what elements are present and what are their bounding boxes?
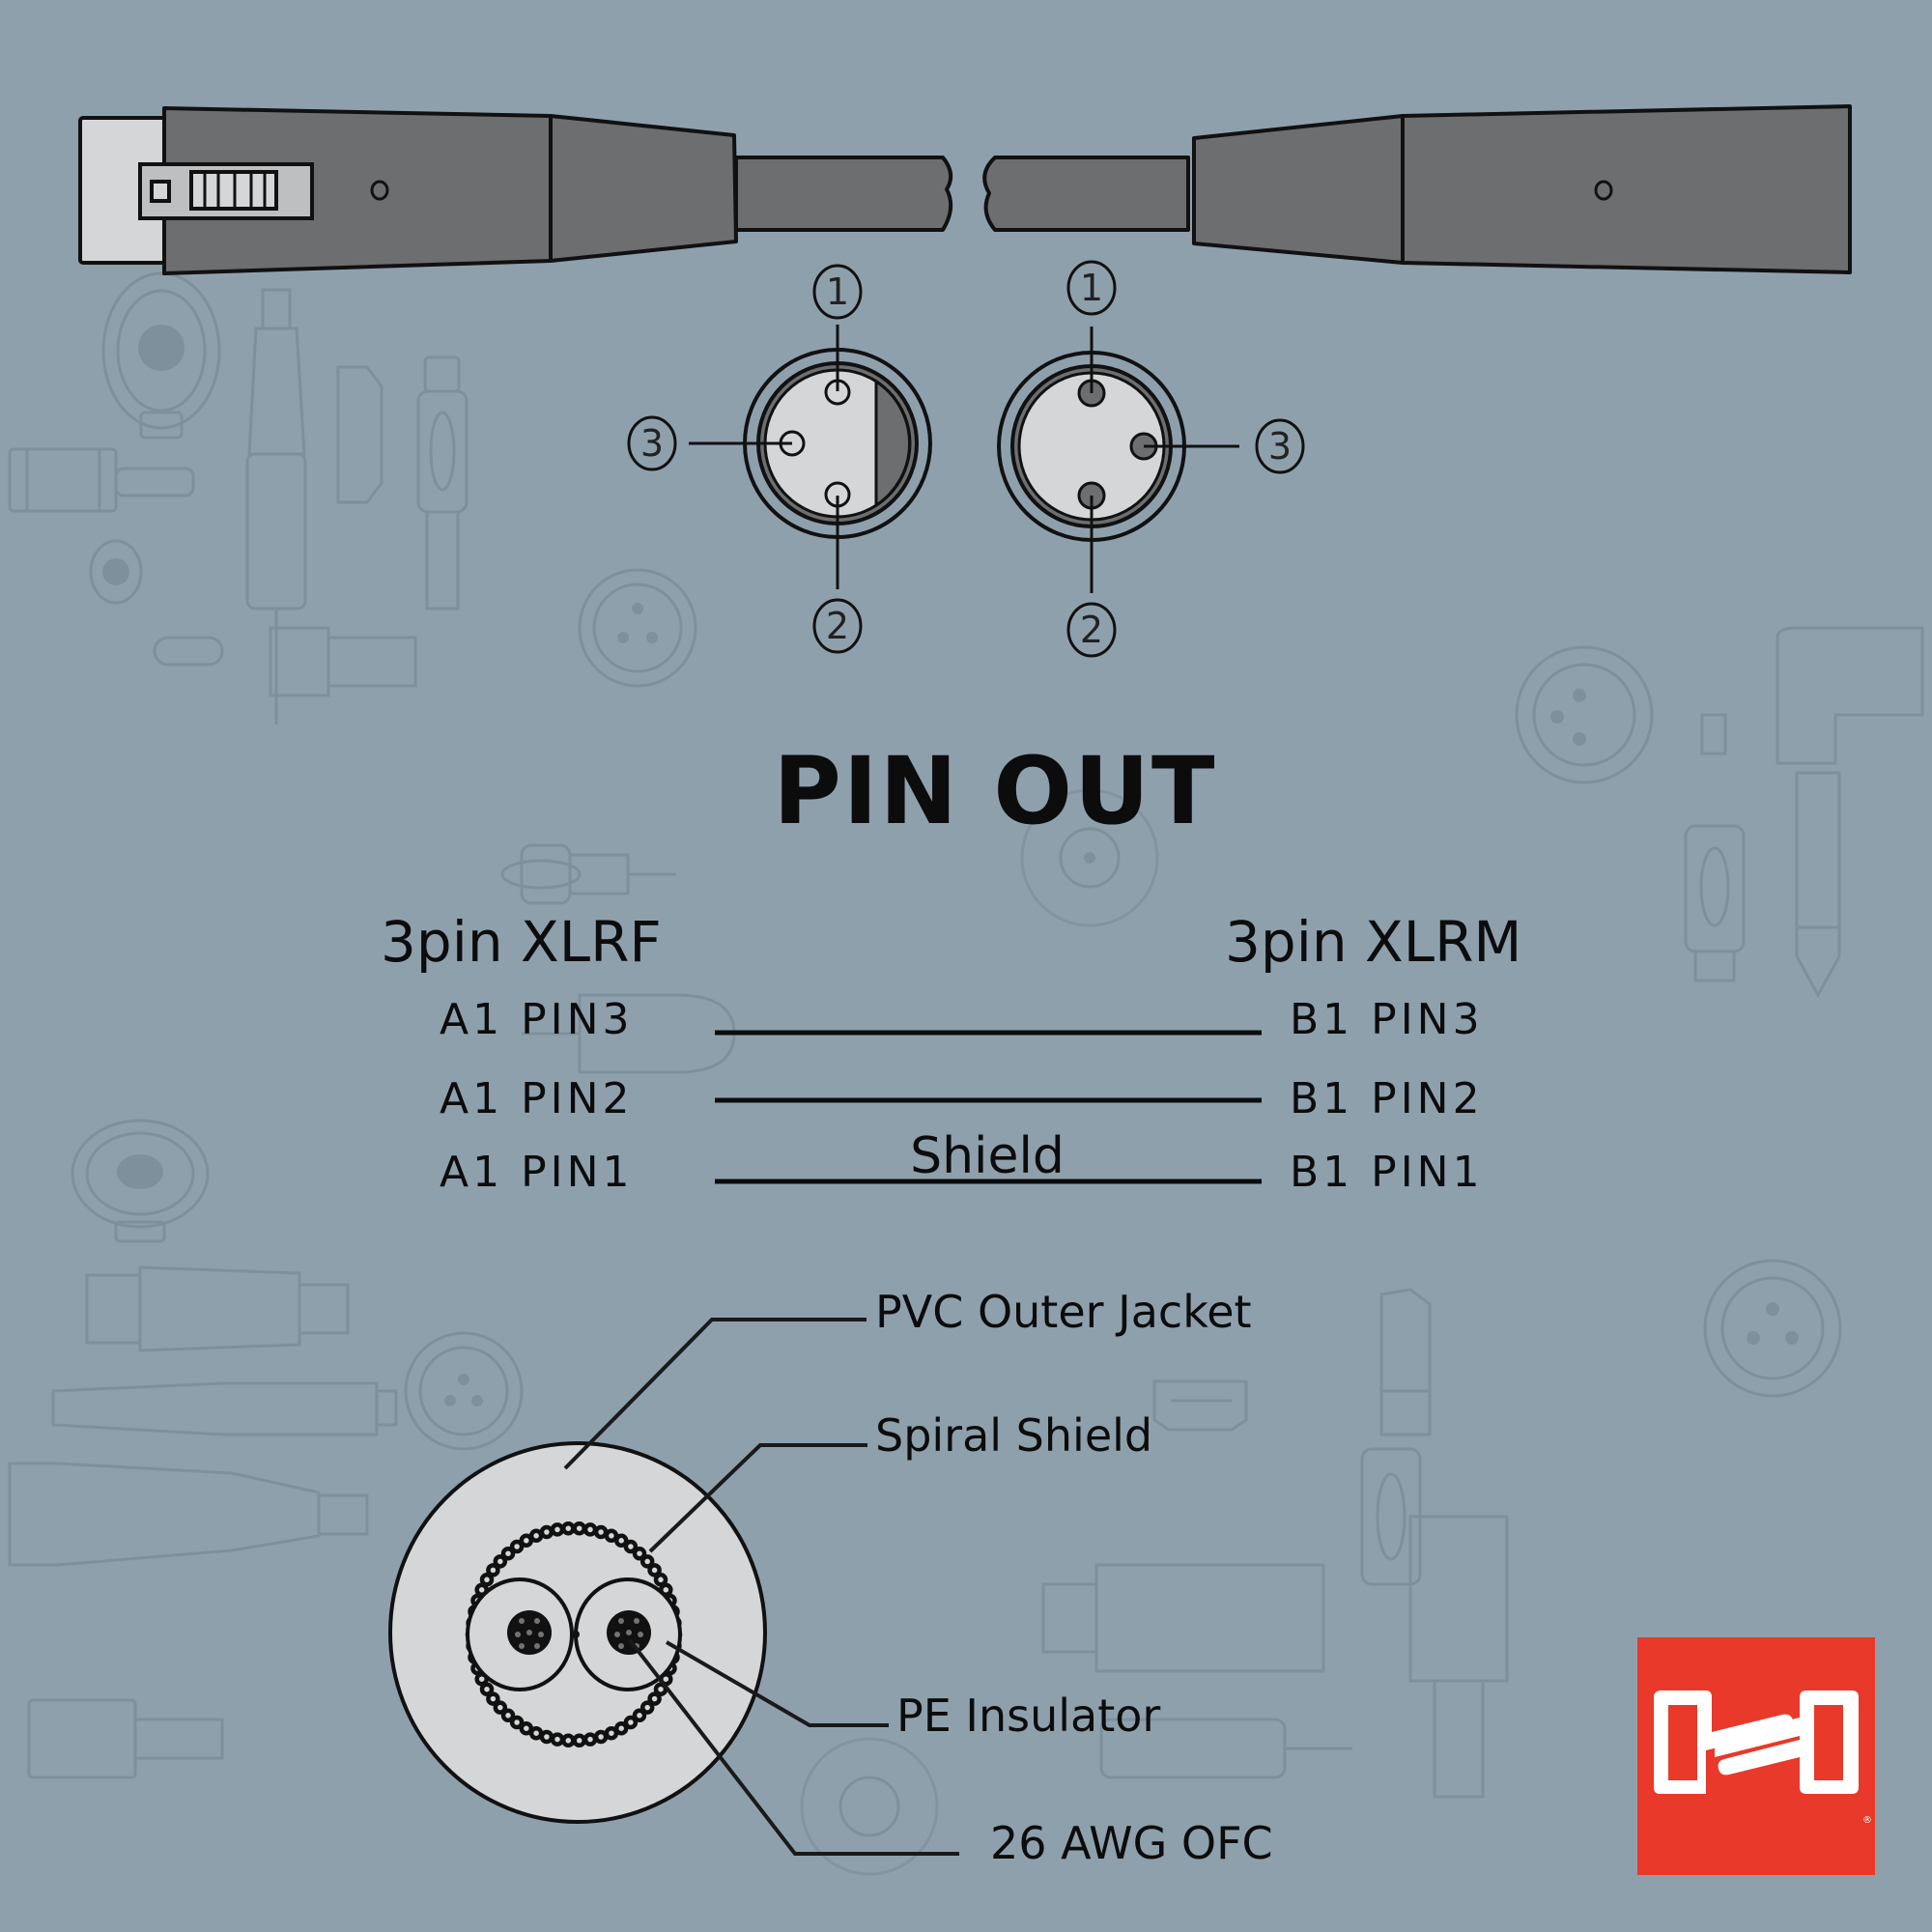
leader-line-shield bbox=[648, 1443, 867, 1553]
cable-plug-outline-icon bbox=[51, 1381, 398, 1436]
combo-jack-outline-icon bbox=[101, 271, 221, 440]
page-title: PIN OUT bbox=[774, 737, 1217, 845]
svg-text:3: 3 bbox=[1268, 425, 1292, 468]
leader-line-conductor bbox=[628, 1638, 959, 1856]
xlr-socket-outline-icon bbox=[404, 1331, 524, 1451]
svg-text:3: 3 bbox=[640, 422, 664, 465]
leader-line-jacket bbox=[563, 1318, 867, 1470]
right-pin-label: B1 PIN1 bbox=[1290, 1148, 1484, 1197]
conductor-left bbox=[507, 1610, 552, 1655]
xlr-socket-outline-icon bbox=[578, 568, 697, 688]
female-pin-1-badge: 1 bbox=[812, 264, 863, 320]
left-pin-label: A1 PIN3 bbox=[440, 995, 634, 1044]
svg-text:1: 1 bbox=[826, 270, 849, 313]
rca-plug-outline-icon bbox=[1684, 713, 1746, 982]
speakon-outline-icon bbox=[800, 1737, 939, 1876]
hdmi-plug-outline-icon bbox=[269, 626, 417, 697]
wiring-row: A1 PIN1 Shield B1 PIN1 bbox=[440, 1127, 1484, 1197]
hdmi-plug-outline-icon bbox=[85, 1265, 350, 1352]
callout-pe-insulator: PE Insulator bbox=[896, 1690, 1160, 1742]
male-pin-1-badge: 1 bbox=[1066, 260, 1117, 316]
xlr-male-pin-face bbox=[997, 327, 1239, 593]
xlr-male-connector-icon bbox=[982, 104, 1852, 274]
rca-plug-outline-icon bbox=[500, 843, 676, 905]
rca-plug-outline-icon bbox=[416, 355, 469, 611]
male-pin-3-badge: 3 bbox=[1255, 418, 1305, 474]
svg-text:2: 2 bbox=[1080, 609, 1103, 651]
wiring-row: A1 PIN2 B1 PIN2 bbox=[440, 1074, 1484, 1123]
svg-text:1: 1 bbox=[1080, 267, 1103, 309]
xlr-plug-outline-icon bbox=[1408, 1515, 1509, 1799]
mono-plug-outline-icon bbox=[245, 288, 307, 724]
xlr-female-connector-icon bbox=[78, 106, 953, 275]
conductor-right bbox=[607, 1610, 651, 1655]
hdmi-plug-outline-icon bbox=[1152, 1379, 1248, 1432]
svg-text:2: 2 bbox=[826, 605, 849, 647]
wiring-row: A1 PIN3 B1 PIN3 bbox=[440, 995, 1484, 1044]
trs-plug-outline-icon bbox=[8, 447, 195, 513]
male-pin-2-badge: 2 bbox=[1066, 602, 1117, 658]
left-pin-label: A1 PIN2 bbox=[440, 1074, 634, 1123]
leader-line-insulator bbox=[665, 1640, 889, 1727]
left-connector-header: 3pin XLRF bbox=[381, 909, 662, 975]
xlr-female-pin-face bbox=[689, 325, 932, 589]
right-pin-label: B1 PIN3 bbox=[1290, 995, 1484, 1044]
cable-cross-section-icon bbox=[388, 1441, 767, 1824]
trs-plug-outline-icon bbox=[27, 1698, 224, 1779]
xlr-socket-outline-icon bbox=[1703, 1259, 1842, 1398]
callout-pvc-outer-jacket: PVC Outer Jacket bbox=[875, 1286, 1252, 1338]
jack-outline-icon bbox=[89, 539, 224, 667]
right-pin-label: B1 PIN2 bbox=[1290, 1074, 1484, 1123]
xlr-socket-outline-icon bbox=[1515, 645, 1654, 784]
right-connector-header: 3pin XLRM bbox=[1225, 909, 1521, 975]
usb-plug-outline-icon bbox=[1379, 1288, 1432, 1436]
background-pattern bbox=[8, 271, 1924, 1876]
xlr-plug-outline-icon bbox=[8, 1462, 369, 1567]
hosa-logo-icon: ® bbox=[1637, 1637, 1875, 1875]
hdmi-outline-icon bbox=[336, 365, 384, 504]
right-angle-plug-outline-icon bbox=[1776, 626, 1924, 999]
svg-text:®: ® bbox=[1862, 1815, 1872, 1826]
callout-26-awg-ofc: 26 AWG OFC bbox=[990, 1817, 1273, 1869]
combo-jack-outline-icon bbox=[71, 1119, 210, 1243]
female-pin-2-badge: 2 bbox=[812, 598, 863, 654]
rca-plug-outline-icon bbox=[1099, 1718, 1352, 1779]
female-pin-3-badge: 3 bbox=[627, 415, 677, 471]
left-pin-label: A1 PIN1 bbox=[440, 1148, 634, 1197]
shield-label: Shield bbox=[910, 1127, 1065, 1185]
callout-spiral-shield: Spiral Shield bbox=[875, 1409, 1152, 1462]
speakon-outline-icon bbox=[1020, 788, 1159, 927]
hdmi-plug-outline-icon bbox=[1041, 1563, 1325, 1673]
latch-icon bbox=[138, 162, 314, 220]
